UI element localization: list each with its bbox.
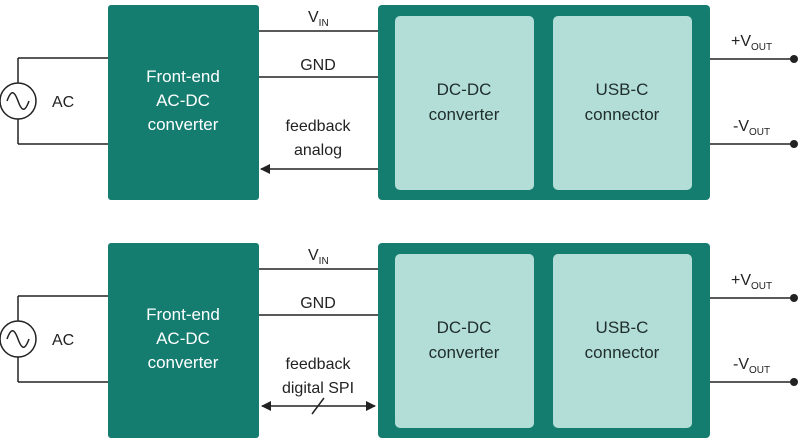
vout-neg-sub: OUT [749, 127, 770, 138]
vin-label: VIN [308, 247, 329, 267]
gnd-label: GND [300, 57, 336, 74]
frontend-label-line3: converter [148, 115, 219, 134]
vout-neg-main: -V [733, 118, 749, 135]
vout-pos-sub: OUT [751, 42, 772, 53]
frontend-block [108, 5, 259, 200]
frontend-label-line2: AC-DC [156, 329, 210, 348]
usbc-label-line2: connector [585, 105, 660, 124]
feedback-label-line1: feedback [286, 118, 352, 135]
frontend-block [108, 243, 259, 438]
ac-source: AC [0, 57, 108, 145]
dcdc-block [395, 16, 534, 190]
dcdc-block [395, 254, 534, 428]
ac-source: AC [0, 295, 108, 383]
sine-wave-icon [6, 92, 30, 110]
vout-neg-label: -VOUT [733, 356, 770, 376]
vout-pos-label: +VOUT [731, 33, 772, 53]
usbc-block [553, 16, 692, 190]
vout-pos-main: +V [731, 272, 751, 289]
vout-neg-main: -V [733, 356, 749, 373]
vin-label: VIN [308, 9, 329, 29]
vout-neg-terminal [790, 140, 798, 148]
vout-pos-terminal [790, 55, 798, 63]
dcdc-label-line1: DC-DC [437, 80, 492, 99]
ac-label: AC [52, 332, 74, 349]
vout-neg-label: -VOUT [733, 118, 770, 138]
sine-wave-icon [6, 330, 30, 348]
diagram-digital-feedback: AC Front-end AC-DC converter VIN GND fee… [0, 243, 798, 438]
vout-pos-sub: OUT [751, 281, 772, 292]
dcdc-label-line2: converter [429, 343, 500, 362]
feedback-label-line2: analog [294, 142, 342, 159]
vout-neg-sub: OUT [749, 365, 770, 376]
vout-pos-main: +V [731, 33, 751, 50]
usbc-label-line1: USB-C [596, 80, 649, 99]
bus-slash-icon [311, 397, 325, 415]
vout-pos-terminal [790, 294, 798, 302]
feedback-label-line2: digital SPI [282, 380, 354, 397]
diagram-analog-feedback: AC Front-end AC-DC converter VIN GND fee… [0, 5, 798, 200]
frontend-label-line1: Front-end [146, 67, 220, 86]
dcdc-label-line2: converter [429, 105, 500, 124]
frontend-label-line3: converter [148, 353, 219, 372]
vin-label-main: V [308, 247, 319, 264]
vin-label-sub: IN [319, 256, 329, 267]
frontend-label-line1: Front-end [146, 305, 220, 324]
usbc-label-line2: connector [585, 343, 660, 362]
gnd-label: GND [300, 295, 336, 312]
usbc-label-line1: USB-C [596, 318, 649, 337]
vin-label-sub: IN [319, 18, 329, 29]
usbc-block [553, 254, 692, 428]
frontend-label-line2: AC-DC [156, 91, 210, 110]
vin-label-main: V [308, 9, 319, 26]
ac-label: AC [52, 94, 74, 111]
vout-neg-terminal [790, 378, 798, 386]
dcdc-label-line1: DC-DC [437, 318, 492, 337]
feedback-label-line1: feedback [286, 356, 352, 373]
vout-pos-label: +VOUT [731, 272, 772, 292]
